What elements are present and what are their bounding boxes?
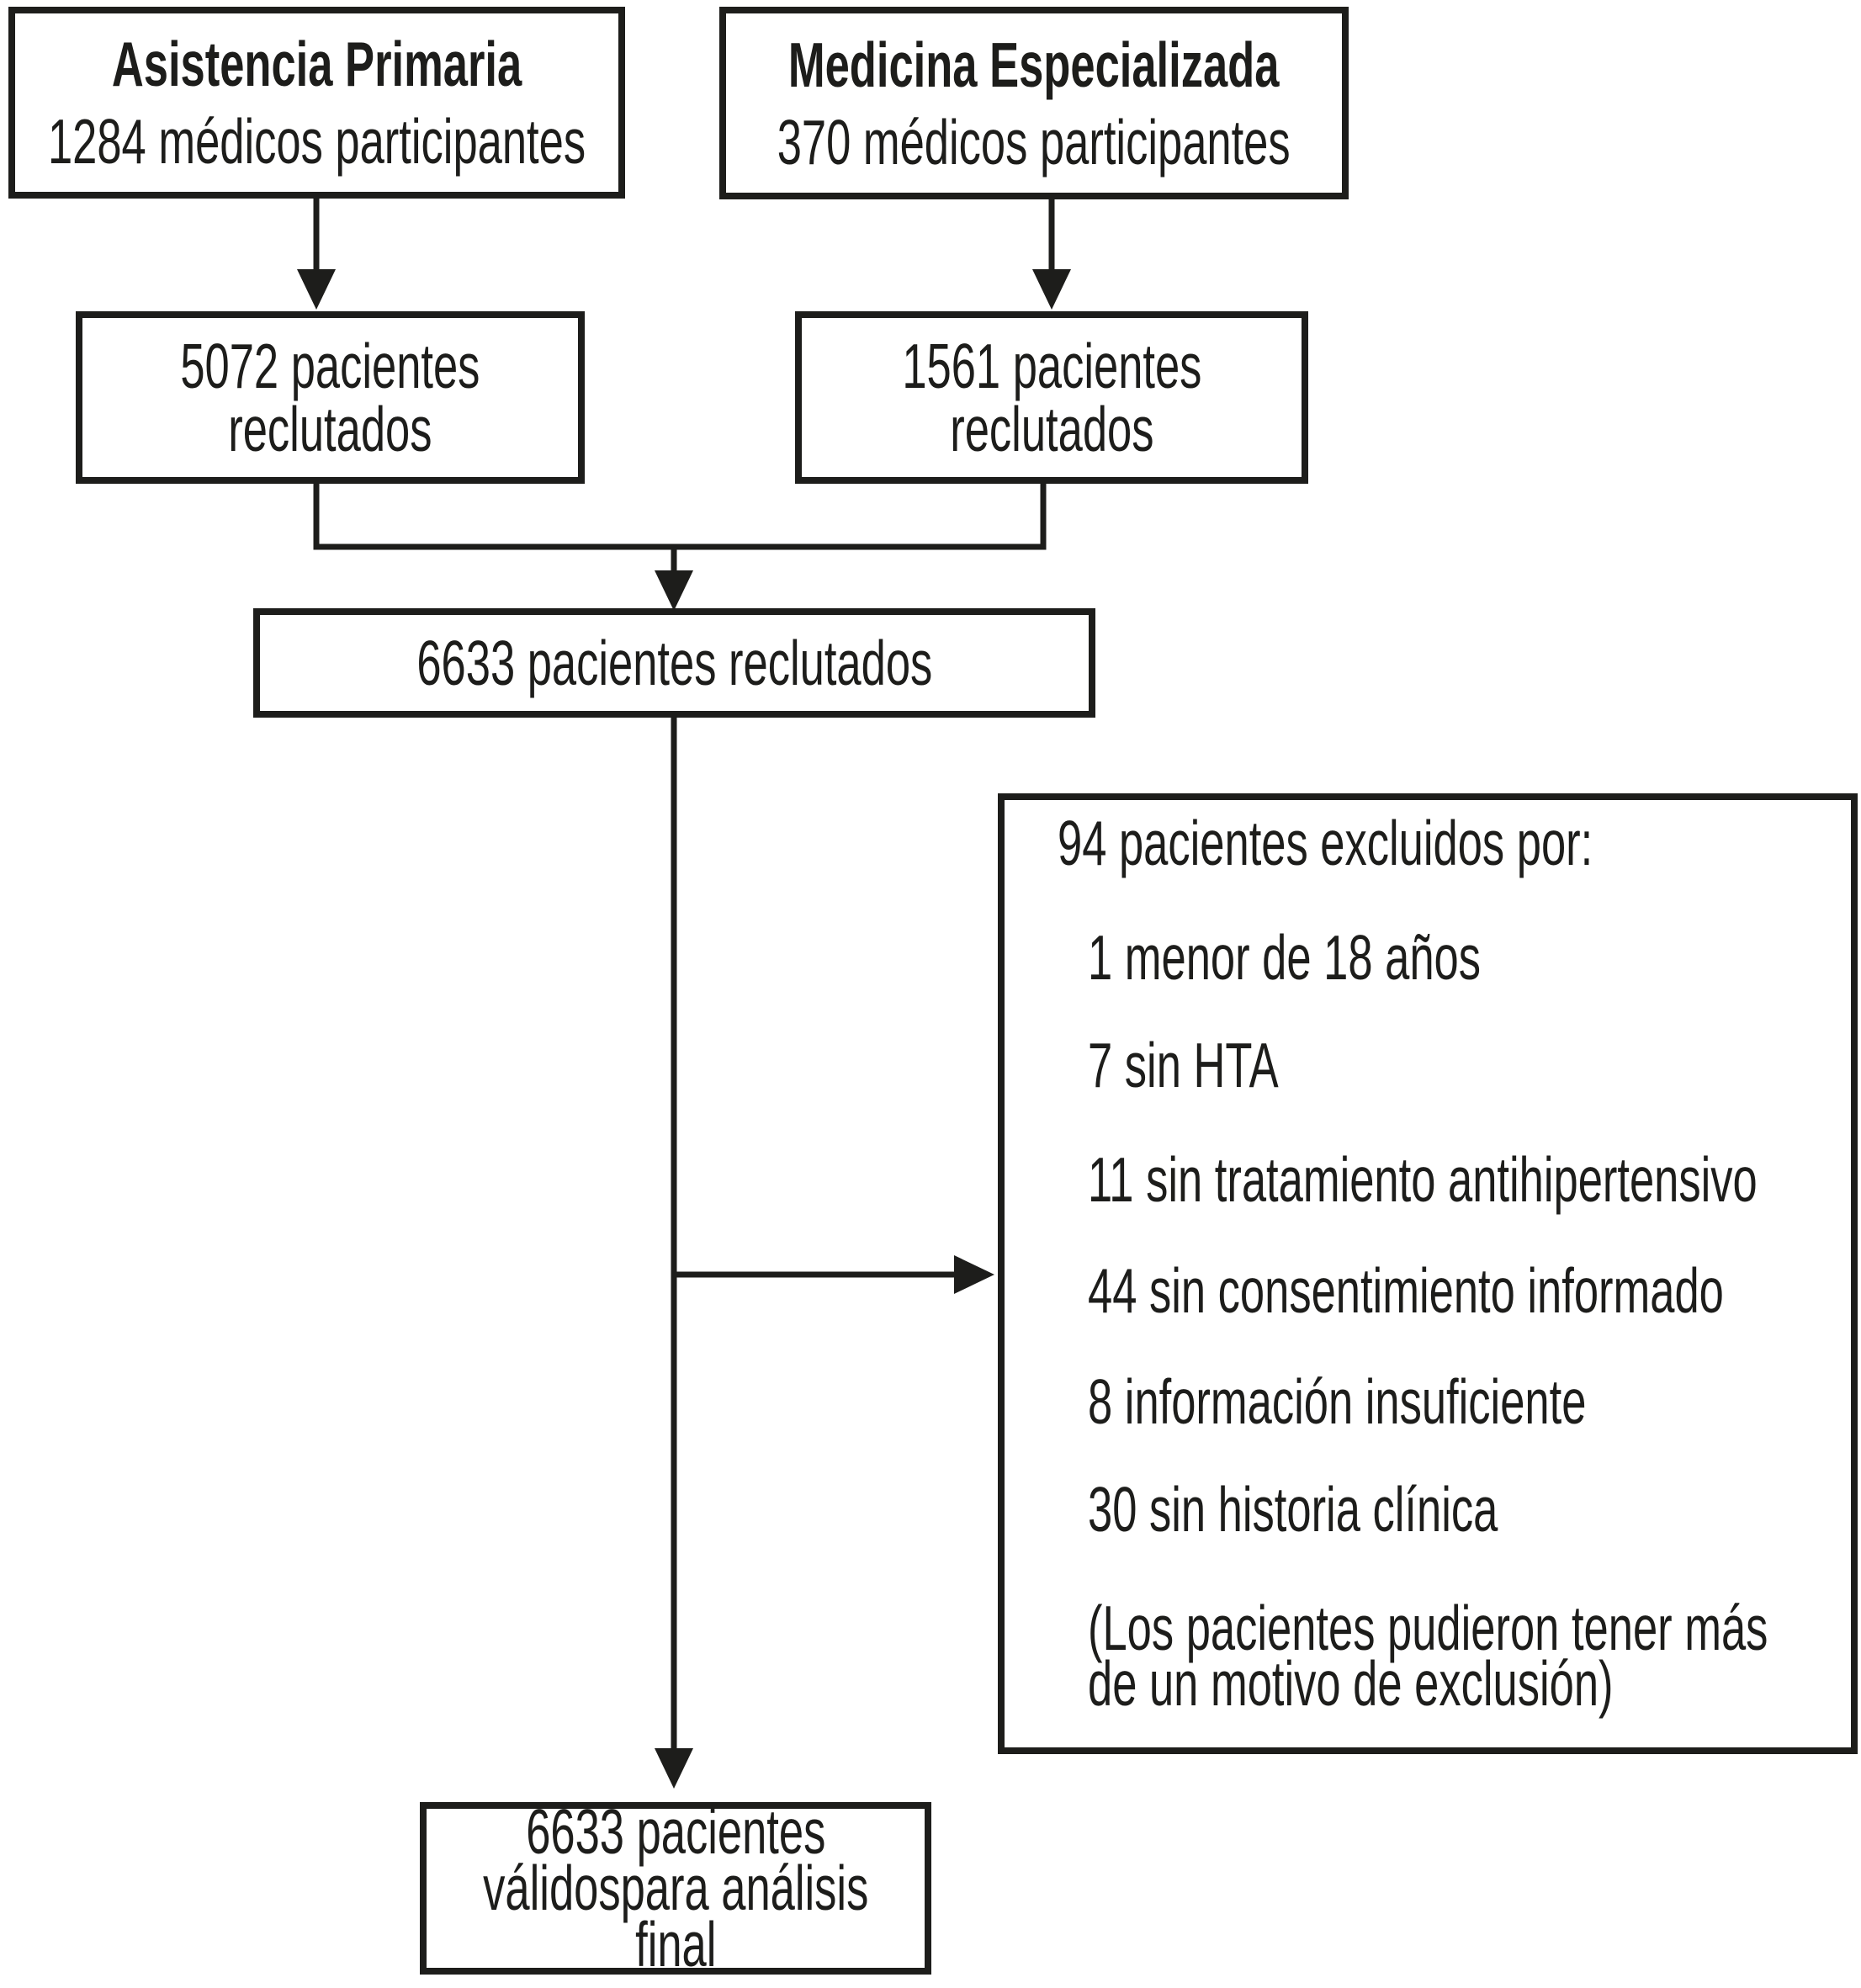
exclusion-item-no-treatment: 11 sin tratamiento antihipertensivo — [1088, 1144, 1758, 1215]
recruited-primary-line-2: reclutados — [228, 393, 432, 464]
box-final-analysis: 6633 pacientes válidospara análisis fina… — [420, 1796, 931, 1980]
arrowhead-down-primary-icon — [297, 269, 336, 310]
source-primary-title: Asistencia Primaria — [111, 29, 522, 99]
exclusions-note-line-2: de un motivo de exclusión) — [1088, 1648, 1614, 1719]
box-final-analysis-text: 6633 pacientes válidospara análisis fina… — [482, 1796, 869, 1980]
box-source-primary: Asistencia Primaria 1284 médicos partici… — [8, 7, 625, 199]
final-line-2: válidospara análisis — [482, 1853, 869, 1923]
recruited-total-text: 6633 pacientes reclutados — [416, 627, 932, 698]
merge-elbow-line — [313, 480, 1047, 550]
recruited-specialized-line-2: reclutados — [949, 393, 1154, 464]
arrowhead-down-specialized-icon — [1032, 269, 1071, 310]
final-line-3: final — [634, 1909, 717, 1980]
exclusion-item-no-history: 30 sin historia clínica — [1088, 1474, 1498, 1545]
arrowhead-down-merge-icon — [655, 570, 693, 611]
box-exclusions: 94 pacientes excluidos por: 1 menor de 1… — [998, 793, 1858, 1754]
exclusions-header: 94 pacientes excluidos por: — [1058, 808, 1593, 878]
box-recruited-primary: 5072 pacientes reclutados — [76, 311, 585, 484]
source-specialized-title: Medicina Especializada — [788, 29, 1280, 100]
final-line-1: 6633 pacientes — [525, 1796, 826, 1867]
box-recruited-primary-text: 5072 pacientes reclutados — [180, 330, 480, 464]
arrowhead-right-exclusions-icon — [954, 1255, 994, 1294]
source-primary-subtitle: 1284 médicos participantes — [47, 106, 586, 177]
recruited-specialized-line-1: 1561 pacientes — [901, 330, 1202, 401]
box-source-specialized: Medicina Especializada 370 médicos parti… — [719, 7, 1349, 199]
exclusion-item-no-hta: 7 sin HTA — [1088, 1030, 1279, 1100]
box-source-primary-text: Asistencia Primaria 1284 médicos partici… — [48, 25, 586, 180]
arrowhead-down-final-icon — [655, 1748, 693, 1789]
box-recruited-total: 6633 pacientes reclutados — [253, 608, 1095, 718]
exclusion-item-insufficient-info: 8 información insuficiente — [1088, 1366, 1587, 1437]
box-recruited-specialized: 1561 pacientes reclutados — [795, 311, 1308, 484]
source-specialized-subtitle: 370 médicos participantes — [777, 106, 1291, 178]
recruited-primary-line-1: 5072 pacientes — [180, 330, 480, 401]
box-source-specialized-text: Medicina Especializada 370 médicos parti… — [777, 26, 1291, 181]
exclusion-item-under-18: 1 menor de 18 años — [1088, 922, 1481, 993]
box-recruited-specialized-text: 1561 pacientes reclutados — [901, 330, 1202, 464]
exclusion-item-no-consent: 44 sin consentimiento informado — [1088, 1255, 1724, 1326]
exclusions-note-line-1: (Los pacientes pudieron tener más — [1088, 1593, 1768, 1663]
